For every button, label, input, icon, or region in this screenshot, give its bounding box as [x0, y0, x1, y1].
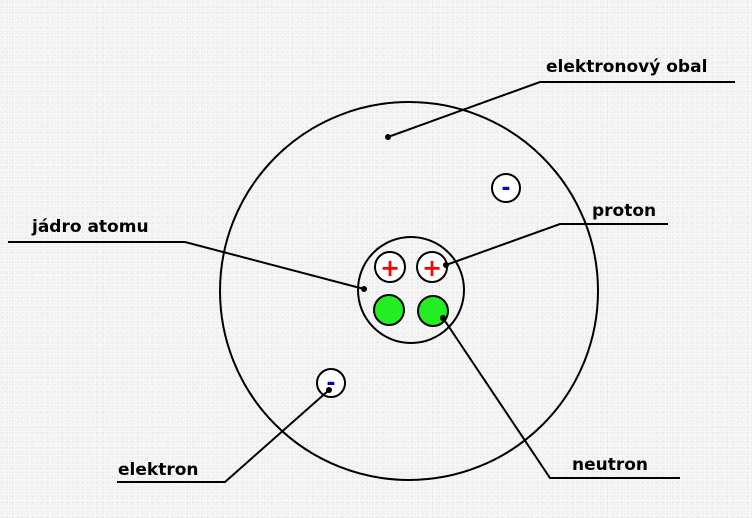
label-electron: elektron [118, 460, 198, 480]
leader-neutron [440, 315, 680, 478]
electron-1-sign: - [501, 176, 510, 201]
neutron-2 [418, 296, 448, 326]
label-proton: proton [592, 201, 656, 221]
label-neutron: neutron [572, 455, 648, 475]
proton-1: + [375, 252, 405, 282]
leader-proton [443, 224, 668, 268]
label-nucleus: jádro atomu [31, 217, 149, 237]
proton-1-sign: + [380, 254, 400, 282]
label-electron-shell: elektronový obal [546, 57, 707, 77]
electron-1: - [492, 174, 520, 202]
neutron-1 [374, 295, 404, 325]
leader-nucleus [8, 242, 367, 292]
electron-2: - [317, 369, 345, 397]
proton-2-sign: + [422, 254, 442, 282]
electron-shell-circle [220, 102, 598, 480]
leader-electron-shell [385, 82, 735, 140]
proton-2: + [417, 252, 447, 282]
